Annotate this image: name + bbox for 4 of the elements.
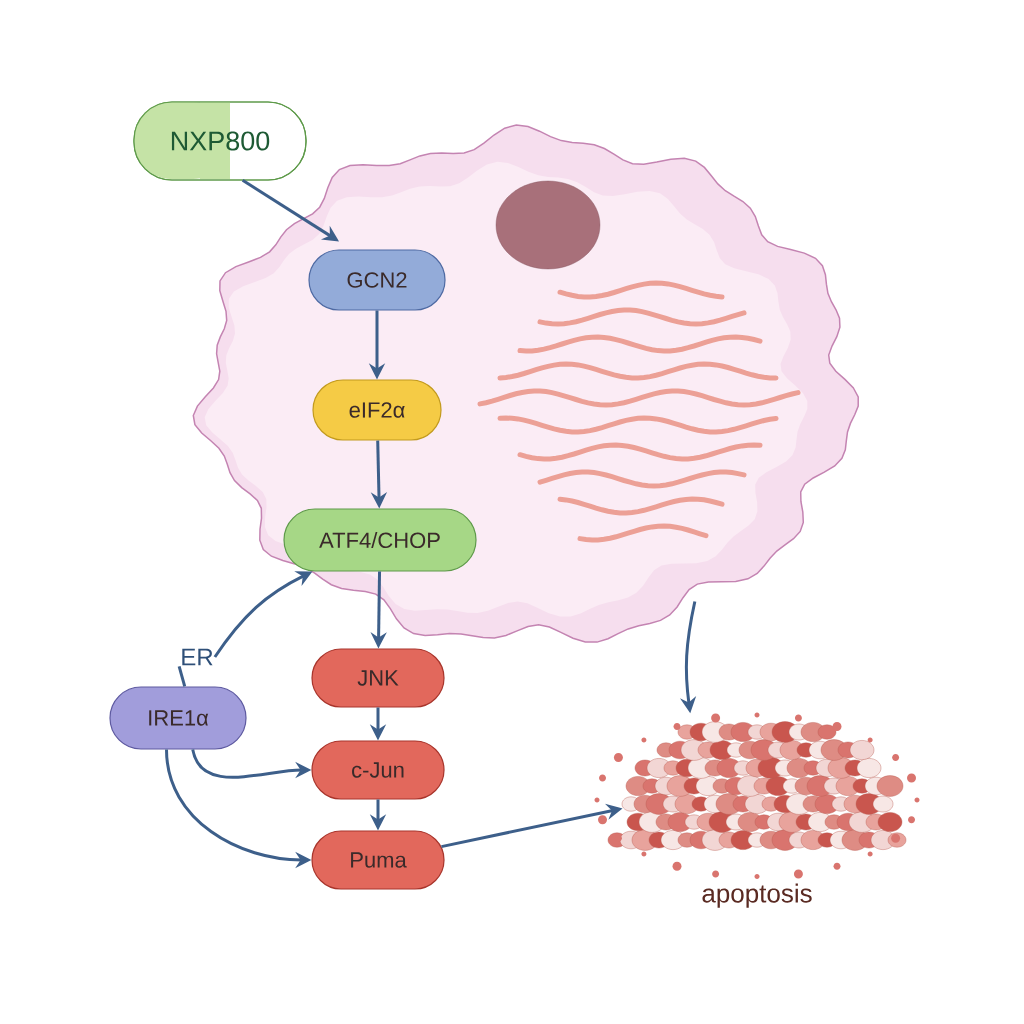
drug-capsule: NXP800 xyxy=(133,101,307,181)
organelle-label: ER xyxy=(182,648,213,666)
node-label: apoptosis xyxy=(702,883,812,908)
apoptotic-cell-drawing xyxy=(594,712,920,879)
